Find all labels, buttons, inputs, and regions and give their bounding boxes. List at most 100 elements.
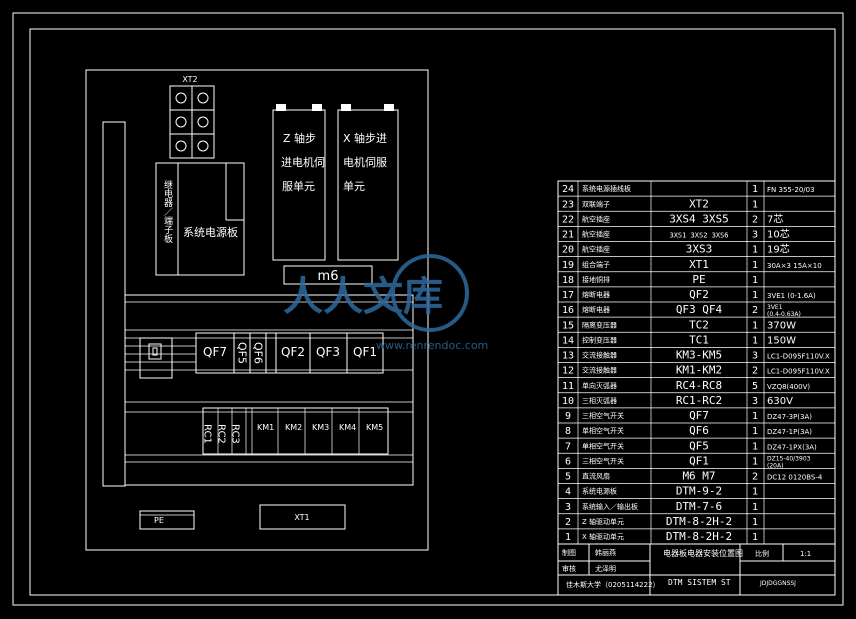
xt1-terminal: [259, 504, 346, 530]
bom-row-no: 15: [562, 320, 574, 331]
breaker-qf3: QF3: [316, 345, 340, 359]
contactor-km5: KM5: [366, 423, 383, 432]
bom-row-no: 11: [562, 381, 574, 392]
left-rail: [102, 121, 126, 487]
bom-row-spec: 3VE1 (0-1.6A): [767, 292, 816, 300]
bom-row-spec: DZ47-1P(3A): [767, 428, 812, 436]
school-name: 佳木斯大学（0205114222）: [566, 580, 660, 589]
bom-row-qty: 3: [752, 230, 758, 241]
contactor-km3: KM3: [312, 423, 329, 432]
bom-row-spec-cont: (0.4-0.63A): [767, 311, 801, 318]
system-name: DTM SISTEM ST: [668, 578, 731, 587]
bom-row-code: XT1: [689, 258, 709, 271]
bom-row-name: 双联端子: [582, 199, 610, 208]
outer-frame: [12, 12, 844, 606]
bom-row-no: 2: [565, 517, 571, 528]
bom-row-code: RC1-RC2: [676, 394, 722, 407]
cabinet-outline: [85, 69, 429, 551]
bom-row-no: 3: [565, 502, 571, 513]
bom-row-qty: 1: [752, 426, 758, 437]
z-driver-line3: 服单元: [282, 180, 315, 193]
x-driver-unit: X 轴步进 电机伺服 单元: [337, 104, 399, 261]
contactor-rc1: RC1: [202, 424, 213, 444]
bom-row-no: 9: [565, 411, 571, 422]
breaker-qf7: QF7: [203, 345, 227, 359]
bom-row-spec: 30A×3 15A×10: [767, 262, 822, 270]
bom-row-spec: DZ47-3P(3A): [767, 413, 812, 421]
bom-row-no: 22: [562, 214, 574, 225]
bom-row-name: X 轴驱动单元: [582, 532, 624, 541]
bom-row-spec: LC1-D095F110V.X: [767, 353, 830, 361]
bom-row-no: 5: [565, 472, 571, 483]
breaker-row: QF7 QF5 QF6 QF2 QF3 QF1: [195, 332, 384, 374]
bom-row-qty: 1: [752, 487, 758, 498]
bom-row-spec: 19芯: [767, 243, 790, 256]
bom-row-qty: 1: [752, 245, 758, 256]
bom-row-qty: 1: [752, 290, 758, 301]
bom-row-name: 控制变压器: [582, 335, 617, 344]
bom-row-qty: 1: [752, 502, 758, 513]
bom-row-qty: 1: [752, 335, 758, 346]
bom-row-code: 3XS3: [686, 243, 713, 256]
bom-row-no: 1: [565, 532, 571, 543]
din-rail-area: [124, 294, 414, 486]
cabinet-layout: XT2 继电器／端子板 系统电源板 Z 轴步 进电机伺: [85, 69, 429, 551]
bom-row-code: QF7: [689, 409, 709, 422]
bom-row-spec: DC12 0120BS-4: [767, 474, 823, 482]
bom-row-spec: FN 355-20/03: [767, 186, 815, 194]
bom-row-spec: VZQ8(400V): [767, 383, 810, 391]
bom-row-qty: 2: [752, 214, 758, 225]
bom-row-no: 6: [565, 456, 571, 467]
relay-board-label: 继电器／端子板: [162, 179, 173, 244]
bom-row-no: 24: [562, 184, 574, 195]
bom-row-name: 三相空气开关: [582, 456, 624, 465]
z-driver-line1: Z 轴步: [283, 131, 316, 145]
drawing-title: 电器板电器安装位置图: [663, 548, 743, 558]
bom-row-spec: DZ15-40/3903: [767, 455, 811, 462]
bom-row-qty: 1: [752, 441, 758, 452]
bom-row-code: KM3-KM5: [676, 349, 722, 362]
bom-row-name: 直流风扇: [582, 472, 610, 481]
check-name: 尤泽明: [595, 564, 616, 573]
bom-row-no: 10: [562, 396, 574, 407]
bom-row-qty: 1: [752, 184, 758, 195]
bom-row-name: 隔离变压器: [582, 320, 617, 329]
bom-row-name: 交流接触器: [582, 351, 617, 360]
bom-row-spec: 370W: [767, 320, 796, 331]
bom-row-no: 23: [562, 199, 574, 210]
fan-m6: [283, 265, 373, 285]
bom-row-no: 8: [565, 426, 571, 437]
bom-row-qty: 1: [752, 260, 758, 271]
bom-row-code: 3XS1 3XS2 3XS6: [669, 232, 728, 240]
xt1-label: XT1: [294, 513, 309, 522]
bom-row-name: 三相空气开关: [582, 411, 624, 420]
bom-row-code: DTM-8-2H-2: [666, 515, 732, 528]
bom-row-code: PE: [692, 273, 705, 286]
bom-row-no: 4: [565, 487, 571, 498]
xt2-terminal: [169, 85, 215, 159]
bom-row-spec: 3VE1: [767, 304, 783, 311]
power-board: 继电器／端子板 系统电源板: [155, 162, 245, 276]
bom-row-name: 单相空气开关: [582, 441, 624, 450]
bom-row-spec: 630V: [767, 396, 793, 407]
bom-row-code: KM1-KM2: [676, 364, 722, 377]
breaker-qf5: QF5: [236, 342, 249, 364]
breaker-qf2: QF2: [281, 345, 305, 359]
bom-row-spec: LC1-D095F110V.X: [767, 368, 830, 376]
bom-row-spec: DZ47-1PX(3A): [767, 443, 817, 451]
bom-row-no: 7: [565, 441, 571, 452]
bom-row-code: QF2: [689, 288, 709, 301]
bom-row-code: XT2: [689, 197, 709, 210]
watermark: 人人文库 www.renrendoc.com: [283, 254, 488, 352]
breaker-qf1: QF1: [353, 345, 377, 359]
bom-row-name: 航空插座: [582, 214, 610, 223]
bom-row-qty: 1: [752, 275, 758, 286]
bom-row-name: 航空插座: [582, 230, 610, 239]
drawn-name: 韩丽燕: [595, 548, 616, 557]
x-driver-line1: X 轴步进: [343, 131, 387, 145]
bom-row-code: QF3 QF4: [676, 303, 723, 316]
bom-row-code: QF1: [689, 454, 709, 467]
bom-row-no: 13: [562, 351, 574, 362]
